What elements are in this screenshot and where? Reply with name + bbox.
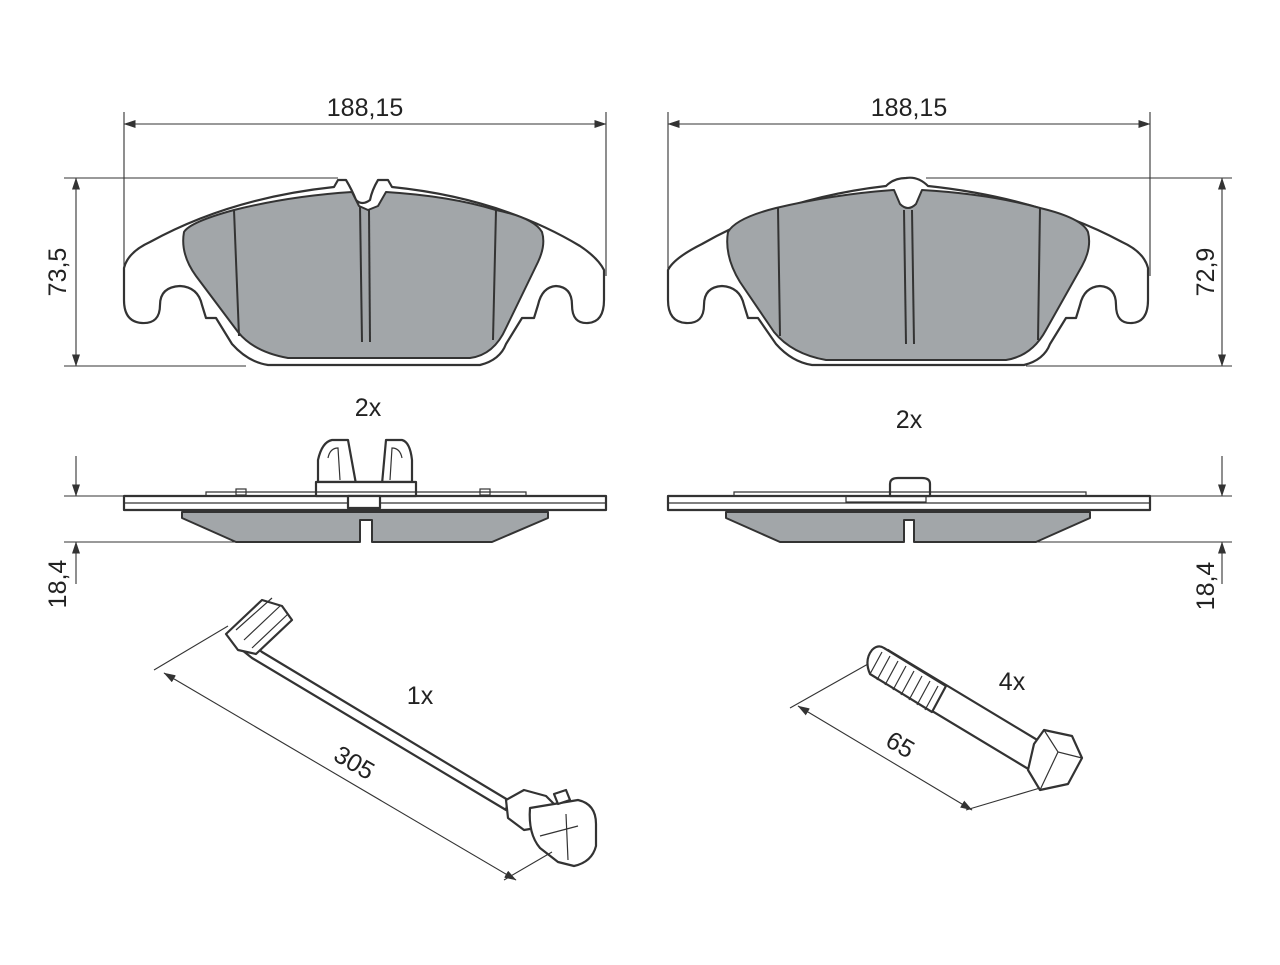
right-side-friction-pad [725,511,1091,543]
left-pad-quantity-label: 2x [355,394,382,422]
left-side-friction-pad [181,511,549,543]
sensor-length-label: 305 [329,740,379,785]
wear-sensor [224,597,598,868]
left-side-clip [316,438,414,486]
bolt-hex-head [1026,728,1084,792]
right-pad-width-label: 188,15 [871,94,947,122]
bolt-quantity-label: 4x [999,668,1026,696]
right-pad-height-label: 72,9 [1192,248,1220,297]
labels: 188,15 188,15 73,5 72,9 18,4 18,4 305 65… [44,94,1220,786]
right-side-tab [888,476,932,498]
dimension-lines [64,112,1232,881]
left-pad-side-view [122,438,608,543]
right-pad-side-view [666,476,1152,543]
sensor-connector [528,798,598,868]
sensor-clip [224,598,294,656]
left-side-clip-base [314,480,418,498]
sensor-quantity-label: 1x [407,682,434,710]
right-pad-thickness-label: 18,4 [1192,562,1220,611]
left-friction-pad [182,191,545,359]
right-pad-quantity-label: 2x [896,406,923,434]
left-pad-width-label: 188,15 [327,94,403,122]
left-pad-front-view [122,178,606,367]
right-pad-front-view [666,176,1150,367]
mounting-bolt [866,645,1084,792]
right-friction-pad [726,189,1091,361]
left-pad-thickness-label: 18,4 [44,560,72,609]
left-pad-height-label: 73,5 [44,248,72,297]
sensor-wire [240,640,510,812]
